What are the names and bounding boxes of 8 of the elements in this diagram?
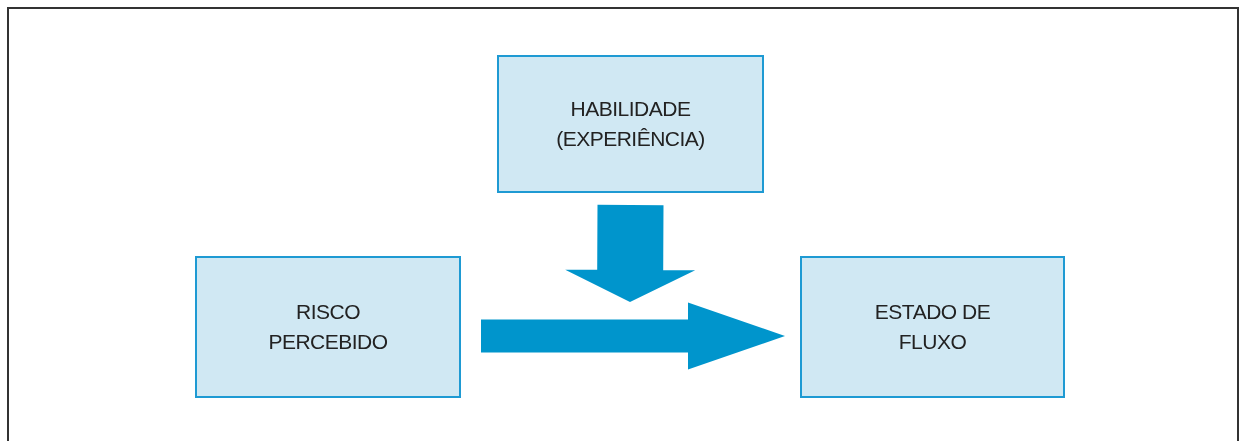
process-box <box>195 256 461 398</box>
process-box <box>497 55 764 193</box>
box-label: RISCO PERCEBIDO <box>267 298 389 355</box>
box-label: HABILIDADE (EXPERIÊNCIA) <box>555 95 706 152</box>
block-arrow <box>565 204 696 302</box>
block-arrow <box>481 302 785 370</box>
process-box <box>800 256 1065 398</box>
box-label: ESTADO DE FLUXO <box>873 298 992 355</box>
